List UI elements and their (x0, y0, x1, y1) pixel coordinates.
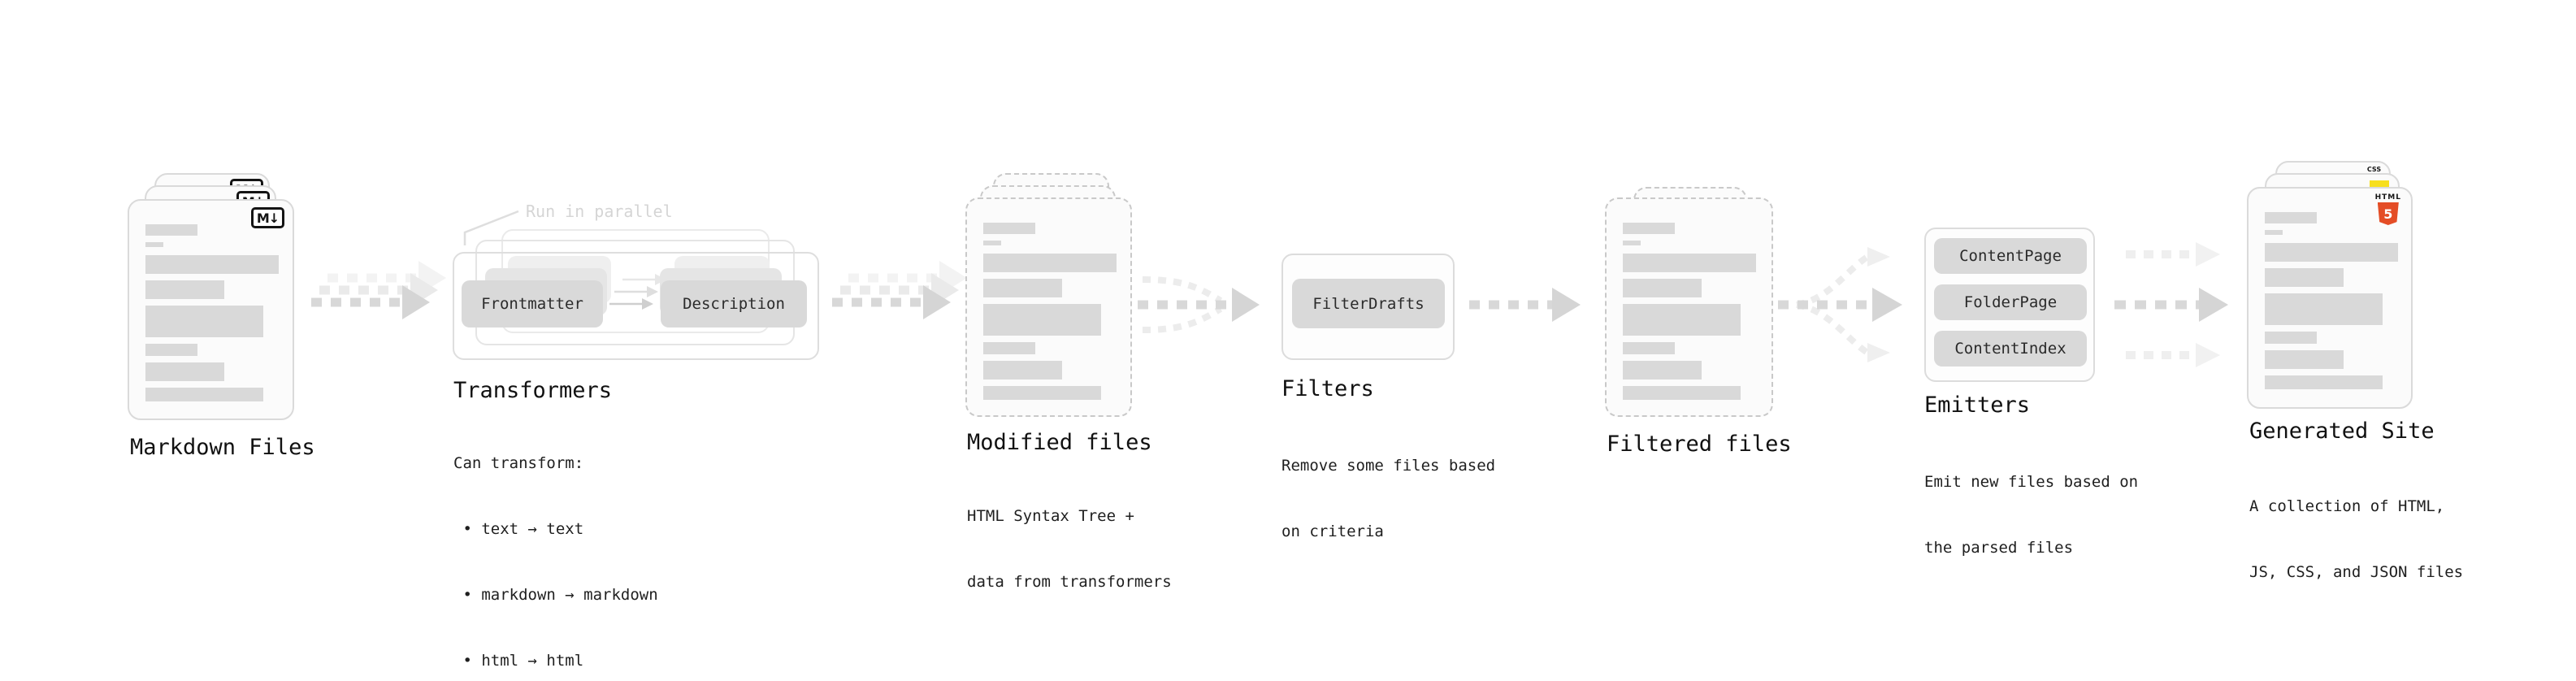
description-line: data from transformers (967, 573, 1172, 591)
description-line: A collection of HTML, (2249, 497, 2445, 515)
markdown-file-card-front: M↓ (128, 199, 294, 420)
placeholder-line (1623, 241, 1641, 245)
flow-arrow-merge (1138, 276, 1260, 333)
placeholder-line (983, 279, 1062, 297)
transformer-box-front (453, 252, 819, 360)
placeholder-line (145, 362, 224, 381)
placeholder-line (2265, 375, 2383, 389)
description-line: Can transform: (453, 454, 584, 472)
description-line: Emit new files based on (1924, 473, 2139, 491)
placeholder-line (983, 361, 1062, 380)
placeholder-line (1623, 342, 1675, 354)
markdown-icon: M↓ (251, 207, 284, 228)
filter-pill-filterdrafts: FilterDrafts (1292, 279, 1445, 328)
description-line: • text → text (453, 520, 584, 538)
mini-arrow (609, 298, 653, 310)
emitters-description: Emit new files based on the parsed files (1924, 427, 2138, 603)
modified-file-card-front (965, 197, 1132, 417)
flow-arrow-transformers-to-modified (832, 261, 967, 319)
placeholder-line (983, 223, 1035, 234)
placeholder-line (983, 386, 1101, 400)
modified-files-description: HTML Syntax Tree + data from transformer… (967, 462, 1172, 637)
stage-label-filtered-files: Filtered files (1607, 432, 1792, 457)
transformers-description: Can transform: • text → text • markdown … (453, 409, 658, 681)
placeholder-line (2265, 243, 2398, 262)
placeholder-line (145, 344, 197, 356)
stage-label-emitters: Emitters (1924, 393, 2031, 418)
flow-arrow-split (1778, 247, 1902, 362)
placeholder-line (2265, 332, 2317, 344)
emitter-pill-contentindex: ContentIndex (1934, 331, 2087, 367)
js-icon (2370, 180, 2389, 189)
flow-arrow-filters-to-filtered (1469, 288, 1581, 322)
stage-label-transformers: Transformers (453, 378, 613, 403)
transformer-pill-frontmatter: Frontmatter (462, 280, 603, 327)
placeholder-line (1623, 386, 1741, 400)
placeholder-line (983, 241, 1001, 245)
placeholder-line (145, 388, 263, 401)
flow-arrow-files-to-transformers (311, 261, 446, 319)
description-line: • markdown → markdown (453, 586, 658, 604)
placeholder-line (2265, 268, 2344, 287)
placeholder-line (145, 280, 224, 299)
stage-label-generated-site: Generated Site (2249, 419, 2435, 444)
placeholder-line (2265, 293, 2383, 325)
css-icon-label: CSS (2366, 166, 2382, 173)
emitter-pill-folderpage: FolderPage (1934, 284, 2087, 320)
html5-icon-shield: 5 (2377, 202, 2399, 225)
placeholder-line (145, 306, 263, 337)
description-line: on criteria (1281, 523, 1384, 540)
mini-arrow (614, 286, 658, 297)
description-line: JS, CSS, and JSON files (2249, 563, 2464, 581)
placeholder-line (2265, 350, 2344, 369)
html5-icon: HTML 5 (2375, 193, 2401, 225)
description-line: the parsed files (1924, 539, 2074, 557)
placeholder-line (1623, 254, 1756, 272)
placeholder-line (1623, 223, 1675, 234)
transformer-pill-description: Description (661, 280, 807, 327)
filtered-file-card-front (1605, 197, 1773, 417)
stage-label-markdown-files: Markdown Files (130, 435, 315, 460)
placeholder-line (1623, 361, 1702, 380)
placeholder-line (145, 255, 279, 274)
placeholder-line (983, 304, 1101, 336)
flow-arrows-emitters-to-site (2114, 242, 2228, 367)
html5-icon-label: HTML (2374, 193, 2401, 202)
filters-description: Remove some files based on criteria (1281, 411, 1495, 587)
stage-label-filters: Filters (1281, 376, 1374, 401)
stage-label-modified-files: Modified files (967, 430, 1152, 455)
placeholder-line (2265, 212, 2317, 223)
placeholder-line (145, 224, 197, 236)
description-line: • html → html (453, 652, 584, 670)
emitter-pill-contentpage: ContentPage (1934, 238, 2087, 274)
callout-line (463, 210, 519, 245)
placeholder-line (145, 242, 163, 247)
run-in-parallel-annotation: Run in parallel (526, 202, 673, 221)
description-line: HTML Syntax Tree + (967, 507, 1134, 525)
description-line: Remove some files based (1281, 457, 1496, 475)
site-file-card-html: HTML 5 (2247, 187, 2413, 409)
placeholder-line (2265, 230, 2283, 235)
placeholder-line (1623, 279, 1702, 297)
generated-site-description: A collection of HTML, JS, CSS, and JSON … (2249, 452, 2463, 627)
placeholder-line (983, 254, 1117, 272)
placeholder-line (1623, 304, 1741, 336)
placeholder-line (983, 342, 1035, 354)
